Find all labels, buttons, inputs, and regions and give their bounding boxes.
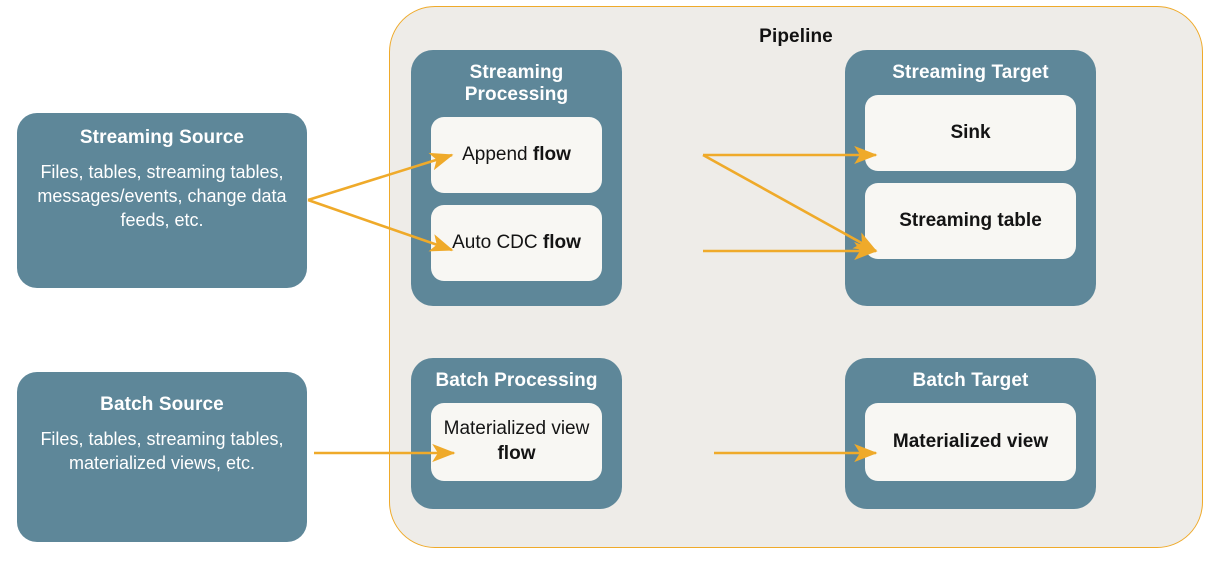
card-auto-cdc-flow-bold: flow: [542, 231, 581, 253]
streaming-source-description: Files, tables, streaming tables, message…: [37, 162, 287, 230]
streaming-processing-group[interactable]: Streaming Processing Append flow Auto CD…: [411, 50, 622, 306]
card-sink[interactable]: Sink: [865, 95, 1076, 171]
batch-processing-group[interactable]: Batch Processing Materialized view flow: [411, 358, 622, 509]
card-materialized-view[interactable]: Materialized view: [865, 403, 1076, 481]
streaming-processing-cards: Append flow Auto CDC flow: [431, 117, 602, 281]
card-materialized-view-flow-regular: Materialized view: [443, 418, 590, 440]
batch-processing-title: Batch Processing: [435, 370, 598, 391]
batch-source-box[interactable]: Batch Source Files, tables, streaming ta…: [17, 372, 307, 542]
batch-target-cards: Materialized view: [865, 403, 1076, 481]
card-append-flow[interactable]: Append flow: [431, 117, 602, 193]
card-sink-label: Sink: [950, 121, 991, 143]
batch-source-title: Batch Source: [100, 394, 224, 415]
card-materialized-view-label: Materialized view: [892, 430, 1049, 452]
streaming-source-title: Streaming Source: [79, 127, 245, 148]
batch-source-description: Files, tables, streaming tables, materia…: [40, 429, 284, 473]
card-materialized-view-flow-bold: flow: [497, 443, 536, 464]
batch-target-title: Batch Target: [912, 370, 1029, 391]
streaming-source-box[interactable]: Streaming Source Files, tables, streamin…: [17, 113, 307, 288]
card-streaming-table[interactable]: Streaming table: [865, 183, 1076, 259]
streaming-processing-title: Streaming Processing: [464, 62, 569, 105]
card-auto-cdc-flow[interactable]: Auto CDC flow: [431, 205, 602, 281]
pipeline-title: Pipeline: [759, 26, 833, 47]
card-append-flow-bold: flow: [532, 143, 571, 165]
card-auto-cdc-flow-regular: Auto CDC: [452, 231, 543, 253]
batch-target-group[interactable]: Batch Target Materialized view: [845, 358, 1096, 509]
card-streaming-table-label: Streaming table: [899, 209, 1042, 231]
streaming-target-group[interactable]: Streaming Target Sink Streaming table: [845, 50, 1096, 306]
streaming-target-title: Streaming Target: [892, 62, 1049, 83]
card-append-flow-regular: Append: [462, 143, 533, 165]
card-materialized-view-flow[interactable]: Materialized view flow: [431, 403, 602, 481]
streaming-target-cards: Sink Streaming table: [865, 95, 1076, 259]
batch-processing-cards: Materialized view flow: [431, 403, 602, 481]
